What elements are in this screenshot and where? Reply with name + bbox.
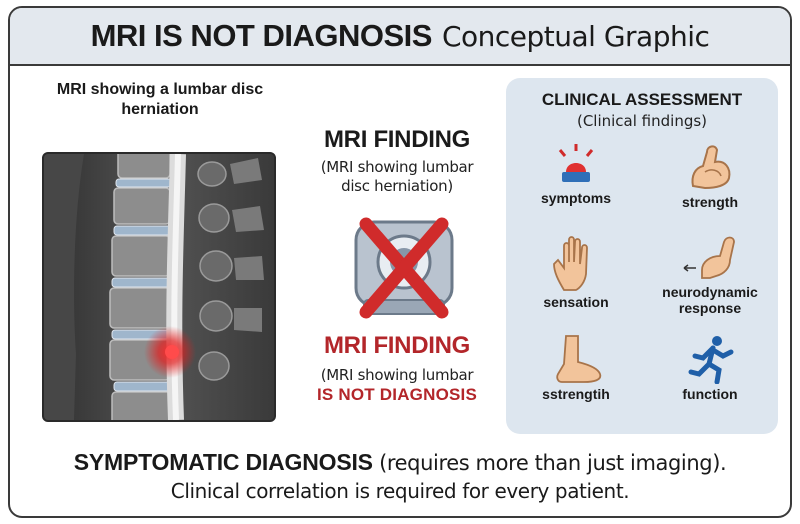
clinical-assessment-panel: CLINICAL ASSESSMENT (Clinical findings) … xyxy=(506,78,778,434)
running-person-icon xyxy=(688,336,734,384)
infographic-frame: MRI IS NOT DIAGNOSIS Conceptual Graphic … xyxy=(8,6,792,518)
panel-title: CLINICAL ASSESSMENT xyxy=(541,90,743,109)
mri-finding-subtitle: (MRI showing lumbar disc herniation) xyxy=(320,158,474,195)
mri-finding-subtitle-2: (MRI showing lumbar xyxy=(320,366,474,384)
mri-finding-title-2: MRI FINDING xyxy=(323,332,471,359)
hand-icon xyxy=(553,236,588,291)
footer-line-2: Clinical correlation is required for eve… xyxy=(170,479,630,503)
foot-icon xyxy=(556,335,602,383)
assessment-item-foot: sstrengtih xyxy=(510,334,642,402)
assessment-item-sensation: sensation xyxy=(510,234,642,310)
item-label: symptoms xyxy=(540,190,612,206)
assessment-item-symptoms: symptoms xyxy=(510,142,642,206)
bent-leg-icon xyxy=(683,236,735,279)
flexed-arm-icon xyxy=(691,145,731,190)
assessment-item-neurodynamic: neurodynamic response xyxy=(644,234,776,316)
mri-finding-title: MRI FINDING xyxy=(323,126,471,153)
item-label: strength xyxy=(682,194,738,210)
title-main: MRI IS NOT DIAGNOSIS xyxy=(90,18,433,53)
panel-subtitle: (Clinical findings) xyxy=(576,112,708,130)
assessment-item-strength: strength xyxy=(644,142,776,210)
footer-bold: SYMPTOMATIC DIAGNOSIS xyxy=(73,449,373,475)
mri-caption: MRI showing a lumbar disc herniation xyxy=(56,81,264,118)
footer: SYMPTOMATIC DIAGNOSIS (requires more tha… xyxy=(10,448,790,505)
item-label: sstrengtih xyxy=(542,386,610,402)
title-bar: MRI IS NOT DIAGNOSIS Conceptual Graphic xyxy=(10,8,790,66)
mri-finding-block: MRI FINDING (MRI showing lumbar disc her… xyxy=(292,126,502,196)
mri-scanner-crossed-icon xyxy=(344,216,464,326)
assessment-item-function: function xyxy=(644,334,776,402)
item-label: neurodynamic response xyxy=(662,284,758,316)
lumbar-spine-mri-image xyxy=(42,152,276,422)
mri-not-diagnosis-block: (MRI showing lumbar IS NOT DIAGNOSIS xyxy=(292,366,502,405)
footer-rest: (requires more than just imaging). xyxy=(379,451,727,475)
title-subtitle: Conceptual Graphic xyxy=(441,19,710,53)
alarm-siren-icon xyxy=(558,144,594,182)
item-label: sensation xyxy=(543,294,609,310)
footer-line-1: SYMPTOMATIC DIAGNOSIS (requires more tha… xyxy=(10,448,790,477)
item-label: function xyxy=(682,386,738,402)
not-diagnosis-label: IS NOT DIAGNOSIS xyxy=(317,385,477,404)
